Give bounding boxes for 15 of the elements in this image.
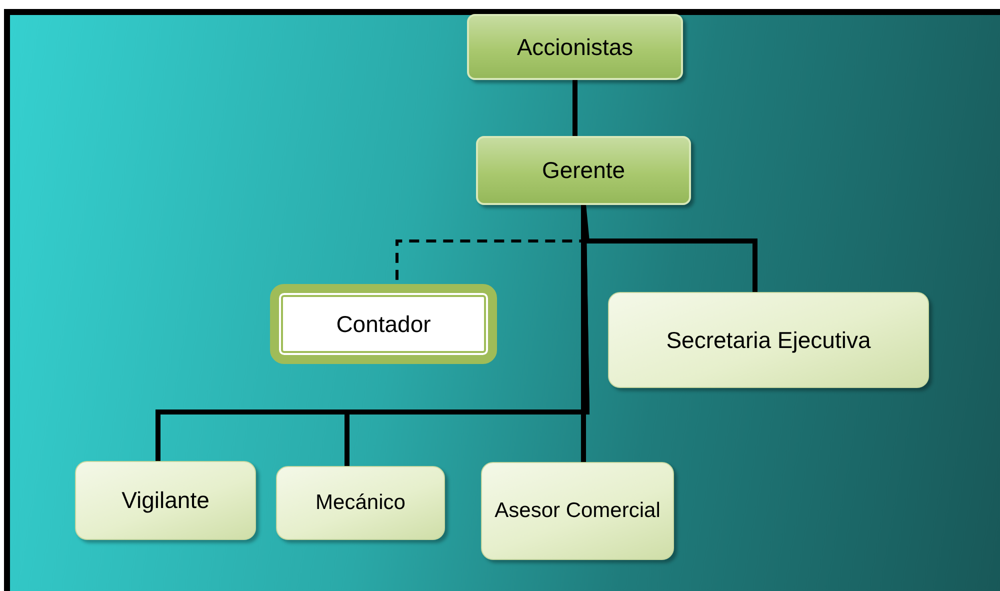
position-label: Contador — [336, 310, 431, 339]
position-label: Mecánico — [316, 490, 406, 516]
position-box — [270, 284, 497, 364]
position-label: Secretaria Ejecutiva — [666, 326, 871, 355]
position-box — [75, 461, 256, 540]
position-box — [467, 14, 683, 80]
position-label: Asesor Comercial — [494, 498, 660, 524]
connector-line — [572, 80, 578, 136]
position-label: Vigilante — [122, 486, 210, 516]
position-box — [476, 136, 691, 205]
position-box — [481, 462, 674, 560]
position-box — [276, 466, 445, 540]
position-box — [608, 292, 929, 388]
position-label: Accionistas — [516, 32, 634, 62]
position-label: Gerente — [542, 156, 626, 186]
